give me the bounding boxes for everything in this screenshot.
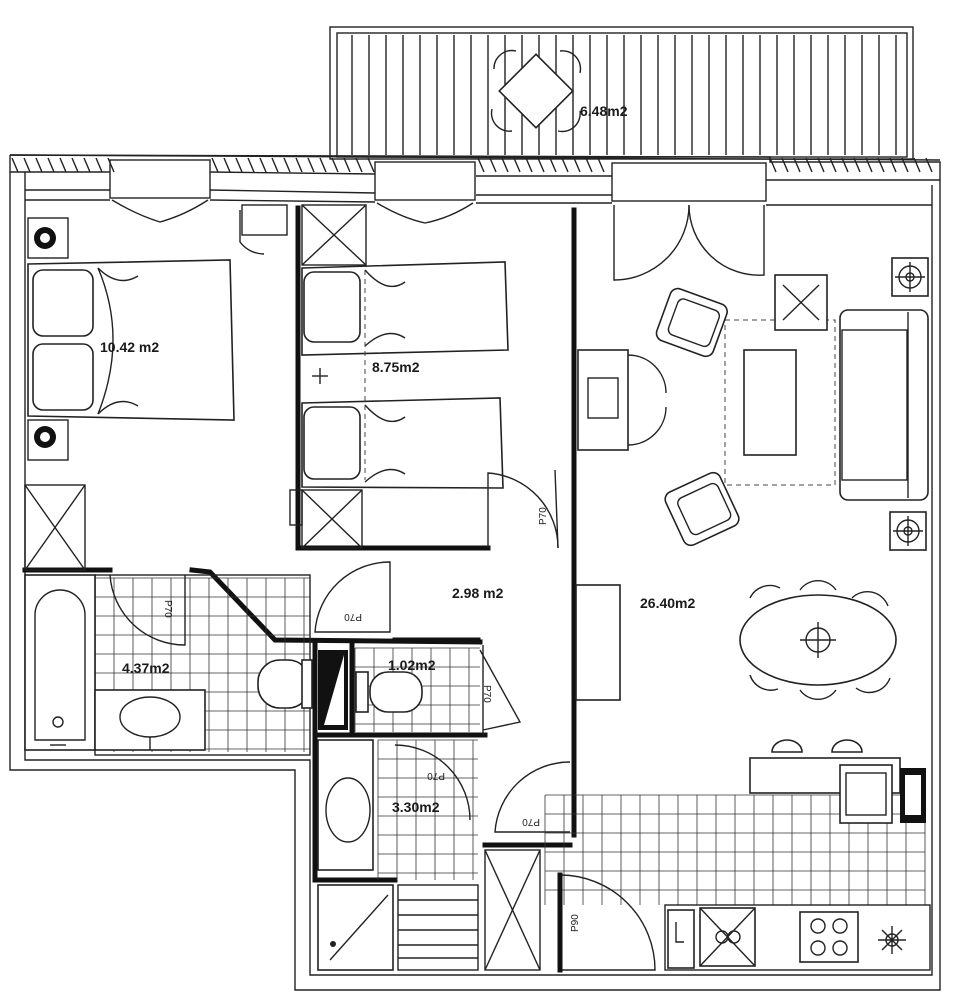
bedroom-2-door-label: P70 <box>538 507 549 525</box>
bedroom-1-area: 10.42 m2 <box>100 339 159 355</box>
dining-table <box>739 580 897 700</box>
window <box>109 159 211 199</box>
floor-lamp-icon <box>889 511 927 551</box>
washbasin <box>325 777 371 843</box>
window <box>611 162 767 202</box>
desk <box>577 349 629 451</box>
kitchen: P90 <box>544 739 931 973</box>
hallway-area: 2.98 m2 <box>452 585 504 601</box>
parapet-hatching <box>11 157 933 173</box>
bedroom-2-area: 8.75m2 <box>372 359 420 375</box>
double-bed <box>27 259 235 421</box>
wc: P70 1.02m2 <box>318 647 522 732</box>
hall-door-label: P70 <box>344 611 362 622</box>
wc-area: 1.02m2 <box>388 657 436 673</box>
door-swing <box>109 574 186 646</box>
sofa <box>839 309 929 501</box>
living-door-label: P70 <box>522 816 540 827</box>
sink <box>839 764 893 824</box>
nightstand <box>27 419 69 461</box>
entrance-door-label: P90 <box>570 914 581 932</box>
wardrobe <box>24 484 86 571</box>
wc-door-label: P70 <box>481 685 492 703</box>
door-swing <box>394 744 471 821</box>
door-swing <box>487 472 559 549</box>
floor-lamp-icon <box>891 257 929 297</box>
window-swings <box>111 199 765 281</box>
ceiling-light-icon <box>878 926 906 954</box>
shower-room-door-label: P70 <box>427 770 445 781</box>
armchair <box>664 471 740 547</box>
wardrobe <box>301 204 367 266</box>
entrance-door-swing <box>559 874 656 971</box>
bedroom-1: 10.42 m2 <box>24 204 288 571</box>
bathroom-door-label: P70 <box>162 600 173 618</box>
sideboard <box>575 584 621 701</box>
door-swing <box>239 210 265 255</box>
bathroom: P70 4.37m2 <box>24 574 313 756</box>
dishwasher <box>667 909 695 969</box>
single-bed <box>301 397 504 489</box>
terrace-table <box>490 49 582 133</box>
hallway: 2.98 m2 P70 P70 <box>314 561 571 833</box>
terrace <box>329 26 914 160</box>
toilet <box>257 659 313 709</box>
door-swing <box>494 761 571 833</box>
door-swing <box>479 649 522 731</box>
bedroom-2: 8.75m2 P70 <box>289 204 559 549</box>
crosshair-icon <box>312 368 328 384</box>
single-bed <box>301 261 509 356</box>
closet <box>484 849 541 971</box>
bathtub <box>24 574 96 751</box>
terrace-decking <box>351 35 897 155</box>
kitchen-worktop <box>664 904 931 971</box>
armchair <box>655 287 728 358</box>
stairs <box>397 884 479 971</box>
shower-tray <box>317 884 394 971</box>
living-area: 26.40m2 <box>640 595 695 611</box>
shower-room-tiles <box>377 739 478 880</box>
nightstand <box>27 217 69 259</box>
terrace-area: 6.48m2 <box>580 103 628 119</box>
hob <box>799 911 859 963</box>
window <box>374 161 476 201</box>
bathroom-area: 4.37m2 <box>122 660 170 676</box>
coffee-table <box>743 349 797 456</box>
interior-walls <box>22 205 577 883</box>
wc-tiles <box>354 647 480 732</box>
washbasin-counter <box>317 739 374 871</box>
living-room: 26.40m2 <box>575 257 929 701</box>
shower-room: P70 3.30m2 <box>317 739 541 971</box>
toilet <box>355 671 423 713</box>
door-swing <box>314 561 391 633</box>
shower-room-area: 3.30m2 <box>392 799 440 815</box>
